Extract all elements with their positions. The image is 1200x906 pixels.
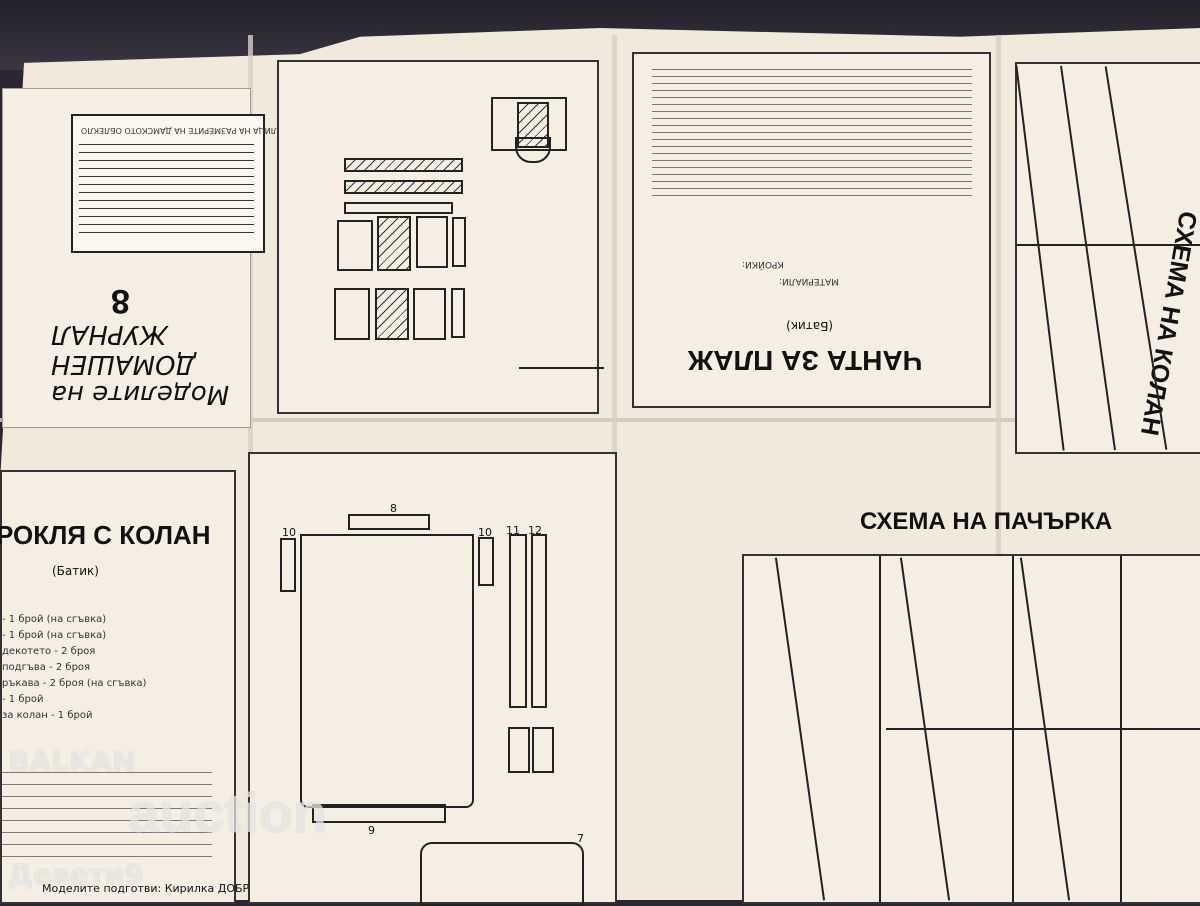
beach-bag-title: ЧАНТА ЗА ПЛАЖ: [688, 345, 923, 376]
dress-piece-10-right: [478, 537, 494, 586]
bag-piece-3: [452, 217, 466, 267]
dress-instructions-lines: [2, 772, 212, 867]
bag-piece-lower-3: [451, 288, 465, 338]
beach-bag-paragraph-lines: [652, 69, 972, 199]
signature-line: [519, 367, 604, 369]
pattern-number-8: 8: [390, 502, 397, 515]
dress-body-pattern: [300, 534, 474, 808]
magazine-panel: ТАБЛИЦА НА РАЗМЕРИТЕ НА ДАМСКОТО ОБЛЕКЛО…: [2, 88, 293, 428]
pattern-number-12: 12: [528, 524, 542, 537]
bag-piece-4: [416, 216, 448, 268]
dress-item-1: - 1 брой (на сгъвка): [2, 614, 107, 625]
patchwork-scheme-panel: [742, 554, 1200, 904]
bag-piece-1: [337, 220, 373, 271]
belt-line-3: [1104, 66, 1168, 450]
dress-item-6: - 1 брой: [2, 694, 44, 705]
strip-5-bottom: [344, 180, 463, 194]
patchwork-crossline: [886, 728, 1200, 730]
dress-item-5: ръкава - 2 броя (на сгъвка): [2, 678, 147, 689]
pattern-number-7: 7: [577, 832, 584, 845]
size-table-title: ТАБЛИЦА НА РАЗМЕРИТЕ НА ДАМСКОТО ОБЛЕКЛО: [81, 126, 293, 135]
watermark-site: auction: [128, 781, 328, 844]
dress-item-7: за колан - 1 брой: [2, 710, 93, 721]
dress-pattern-panel: 8 9 10 10 11 12 7: [248, 452, 617, 906]
dress-subtitle: (Батик): [52, 564, 99, 578]
dress-hem-piece: [312, 804, 446, 823]
vertical-fold-3: [996, 35, 1001, 900]
belt-line-1: [1015, 65, 1065, 451]
horizontal-fold: [0, 418, 1200, 422]
dress-item-4: подгъва - 2 броя: [2, 662, 91, 673]
bag-piece-lower-4: [413, 288, 446, 340]
dress-small-piece-2: [532, 727, 554, 773]
magazine-number: 8: [111, 282, 130, 320]
dress-strip-12: [531, 534, 547, 708]
dress-title: РОКЛЯ С КОЛАН: [0, 520, 211, 550]
beach-bag-materials-label: МАТЕРИАЛИ:: [779, 276, 839, 286]
bag-pattern-panel: [277, 60, 604, 414]
bag-piece-2: [377, 216, 411, 271]
dress-neck-piece: [348, 514, 430, 530]
watermark-seller: Девети9: [8, 858, 144, 891]
patchwork-line-1: [774, 557, 826, 901]
belt-crossline: [1017, 244, 1200, 246]
dress-text-panel: РОКЛЯ С КОЛАН (Батик) - 1 брой (на сгъвк…: [0, 470, 271, 904]
belt-scheme-panel: СХЕМА НА КОЛАН: [1015, 62, 1200, 454]
patchwork-line-2: [879, 556, 881, 902]
magazine-title-line-2: ДОМАШЕН: [51, 349, 196, 379]
dress-lower-piece: [420, 842, 584, 906]
strip-1: [344, 202, 453, 214]
dress-strip-11: [509, 534, 527, 708]
pattern-number-10-left: 10: [282, 526, 296, 539]
pattern-number-9: 9: [368, 824, 375, 837]
pattern-number-10-right: 10: [478, 526, 492, 539]
beach-bag-subtitle: (Батик): [786, 319, 833, 333]
size-table: ТАБЛИЦА НА РАЗМЕРИТЕ НА ДАМСКОТО ОБЛЕКЛО: [71, 114, 293, 253]
dress-piece-10-left: [280, 538, 296, 592]
magazine-title-line-1: Моделите на: [51, 379, 230, 409]
watermark-brand: BALKAN: [8, 745, 136, 778]
strip-5-top: [344, 158, 463, 172]
dress-small-piece-1: [508, 727, 530, 773]
patchwork-scheme-title: СХЕМА НА ПАЧЪРКА: [860, 508, 1113, 535]
belt-line-2: [1060, 65, 1116, 451]
dress-footer: Моделите подготви: Кирилка ДОБРЕВА: [42, 882, 272, 895]
beach-bag-cutting-label: КРОЙКИ:: [742, 259, 784, 269]
pattern-number-11: 11: [506, 524, 520, 537]
dress-item-2: - 1 брой (на сгъвка): [2, 630, 107, 641]
dress-item-3: декотето - 2 броя: [2, 646, 96, 657]
magazine-title-line-3: ЖУРНАЛ: [51, 319, 168, 349]
bag-piece-lower-2: [375, 288, 409, 340]
size-table-lines: [79, 144, 254, 236]
beach-bag-text-panel: КРОЙКИ: МАТЕРИАЛИ: (Батик) ЧАНТА ЗА ПЛАЖ: [632, 52, 991, 408]
bag-piece-lower-1: [334, 288, 370, 340]
bag-handle-curve: [515, 137, 551, 163]
